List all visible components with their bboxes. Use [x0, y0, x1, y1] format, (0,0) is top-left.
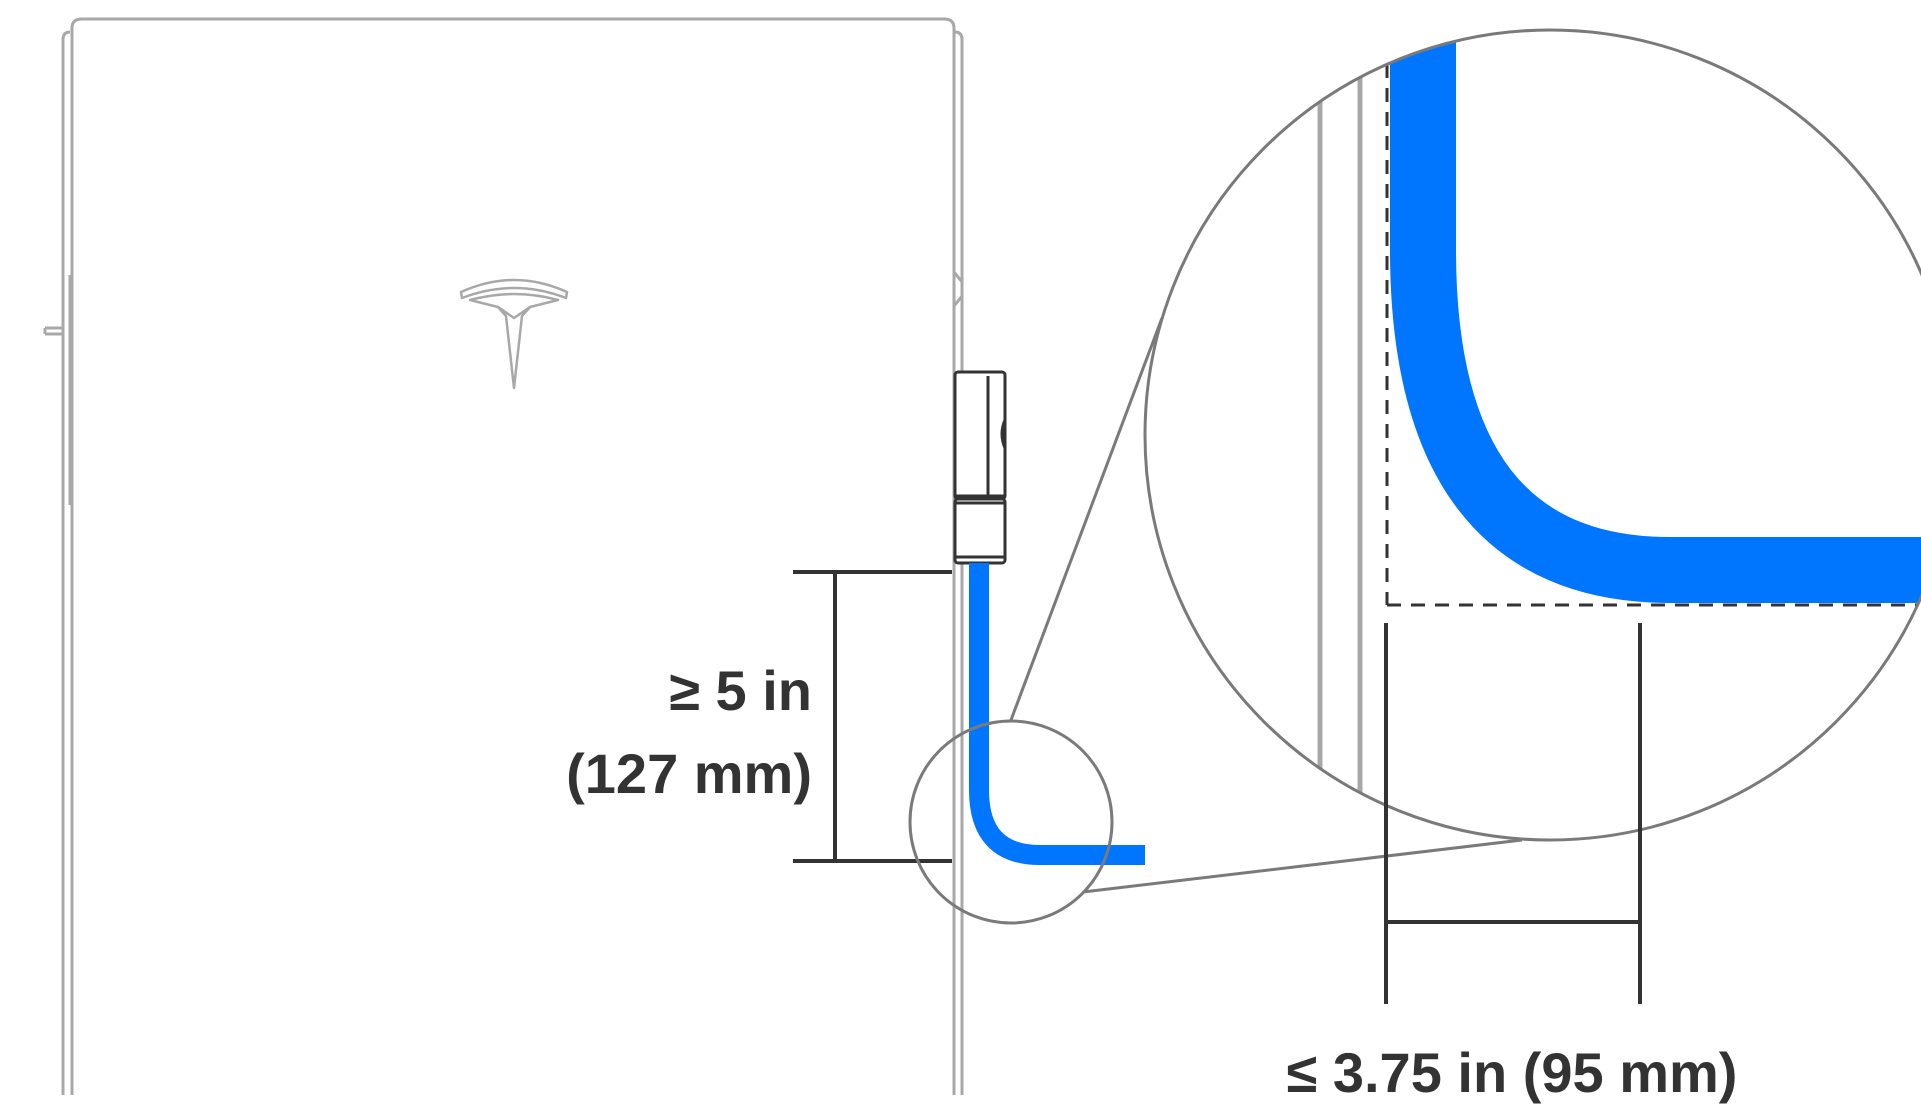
conduit-pipe	[969, 563, 1145, 865]
vertical-clearance-label-line1: ≥ 5 in	[669, 659, 812, 722]
enclosure-left-rail	[61, 30, 71, 1095]
left-bracket	[43, 275, 72, 505]
zoom-detail	[1143, 28, 1921, 842]
zoom-circle-fill	[1145, 30, 1921, 840]
conduit-fitting	[953, 370, 1007, 565]
zoom-conduit-pipe	[1390, 30, 1921, 603]
fitting-nut	[953, 497, 1007, 565]
vertical-clearance-label-line2: (127 mm)	[566, 742, 812, 805]
horizontal-clearance-label: ≤ 3.75 in (95 mm)	[1287, 1041, 1738, 1104]
horizontal-dimension	[1384, 623, 1642, 1004]
vertical-dimension	[793, 570, 952, 863]
enclosure-unit	[43, 17, 964, 1095]
fitting-body	[953, 370, 1007, 501]
right-clip	[952, 271, 964, 307]
detail-callout	[908, 317, 1523, 925]
tesla-logo-icon	[459, 278, 569, 390]
detail-source-circle	[908, 719, 1114, 925]
enclosure-right-rail	[954, 30, 964, 1095]
zoom-circle-outline	[1143, 28, 1921, 842]
enclosure-front-panel	[70, 17, 956, 1095]
